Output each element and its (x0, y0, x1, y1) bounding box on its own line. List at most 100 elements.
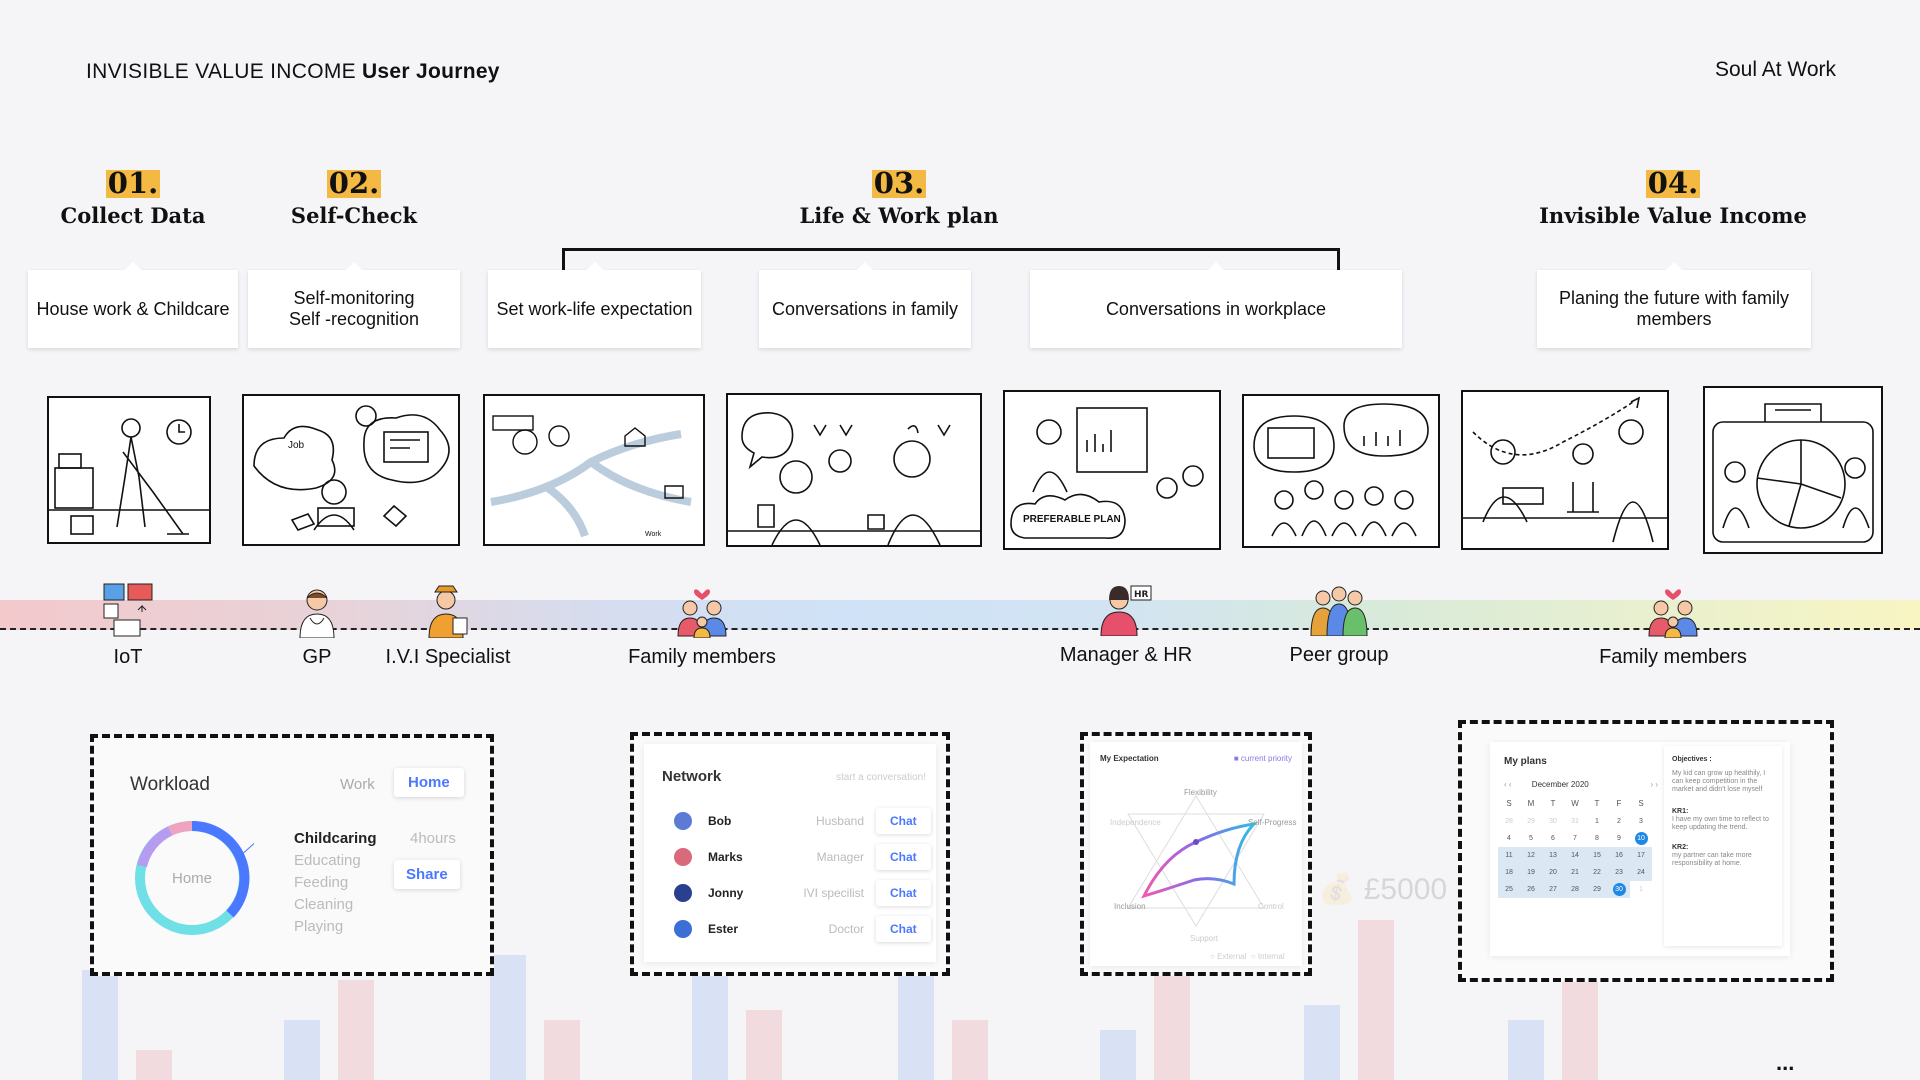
calendar-day[interactable]: 4 (1507, 835, 1511, 842)
calendar-day[interactable]: 11 (1498, 847, 1520, 864)
network-row: Jonny IVI specilist Chat (644, 878, 936, 908)
activity-item: Childcaring (294, 830, 377, 847)
card-text: House work & Childcare (36, 298, 230, 319)
calendar-day[interactable]: 16 (1608, 847, 1630, 864)
sketch-label: Work (645, 531, 662, 538)
calendar-day-selected[interactable]: 10 (1630, 830, 1652, 847)
next-month-button[interactable]: › › (1650, 780, 1658, 789)
money-bag-icon: 💰 (1318, 873, 1356, 906)
person-name: Bob (708, 814, 732, 828)
calendar-day[interactable]: 9 (1617, 835, 1621, 842)
step-1: 01. Collect Data (33, 169, 233, 229)
chat-button[interactable]: Chat (876, 880, 931, 906)
calendar-day[interactable]: 17 (1630, 847, 1652, 864)
prev-month-button[interactable]: ‹ ‹ (1504, 780, 1512, 789)
expectation-panel: My Expectation ■ current priority Flexib… (1080, 732, 1312, 976)
card-text: Self-monitoring (293, 288, 415, 308)
step-name: Life & Work plan (799, 203, 999, 228)
step-number: 03. (868, 169, 930, 198)
activity-item: Playing (294, 918, 344, 935)
calendar-nav: ‹ ‹ December 2020 › › (1504, 780, 1658, 789)
calendar-day[interactable]: 28 (1505, 818, 1513, 825)
calendar-day[interactable]: 1 (1595, 818, 1599, 825)
axis-label: Inclusion (1114, 902, 1146, 911)
calendar-day[interactable]: 8 (1595, 835, 1599, 842)
legend-text: External (1217, 952, 1247, 961)
sketch-conversation-workplace: PREFERABLE PLAN (1003, 390, 1221, 550)
activity-item: Cleaning (294, 896, 354, 913)
step-number: 02. (323, 169, 385, 198)
axis-label: Independence (1110, 818, 1161, 827)
calendar-day[interactable]: 5 (1529, 835, 1533, 842)
avatar (674, 812, 692, 830)
specialist-icon (428, 585, 468, 638)
calendar-day-selected[interactable]: 30 (1608, 881, 1630, 898)
person-role: Husband (815, 814, 864, 828)
share-button[interactable]: Share (394, 860, 460, 889)
card-housework: House work & Childcare (28, 262, 238, 348)
sketch-expectation: Work (483, 394, 705, 546)
calendar-day[interactable]: 22 (1586, 864, 1608, 881)
avatar (674, 848, 692, 866)
stakeholder-gp: GP (277, 586, 357, 669)
stakeholder-family-1: Family members (622, 586, 782, 669)
calendar-day[interactable]: 20 (1542, 864, 1564, 881)
step-name: Invisible Value Income (1539, 203, 1807, 228)
calendar-day[interactable]: 21 (1564, 864, 1586, 881)
doctor-icon (299, 589, 335, 638)
tab-work[interactable]: Work (340, 776, 375, 793)
conversation-search-input[interactable]: start a conversation! (835, 772, 926, 783)
stakeholder-label: Manager & HR (1059, 644, 1193, 666)
calendar-day[interactable]: 25 (1498, 881, 1520, 898)
kr2-text: my partner can take more responsibility … (1672, 852, 1752, 867)
calendar-day[interactable]: 13 (1542, 847, 1564, 864)
calendar-day[interactable]: 1 (1639, 886, 1643, 893)
step-number: 01. (102, 169, 164, 198)
weekday-label: W (1571, 799, 1579, 808)
axis-label: Flexibility (1184, 788, 1217, 797)
step-4: 04. Invisible Value Income (1523, 169, 1823, 229)
plans-title: My plans (1504, 756, 1547, 767)
calendar-day[interactable]: 31 (1571, 818, 1579, 825)
amount-text: £5000 (1363, 873, 1448, 906)
calendar-day[interactable]: 29 (1527, 818, 1535, 825)
peer-group-icon (1310, 586, 1368, 636)
calendar-day[interactable]: 3 (1639, 818, 1643, 825)
chat-button[interactable]: Chat (876, 916, 931, 942)
iot-devices-icon (103, 583, 153, 637)
family-icon (1648, 589, 1698, 638)
expectation-card: My Expectation ■ current priority Flexib… (1090, 742, 1302, 966)
background-amount: 💰 £5000 (1318, 872, 1447, 907)
network-row: Ester Doctor Chat (644, 914, 936, 944)
stakeholder-family-2: Family members (1593, 586, 1753, 669)
calendar-day[interactable]: 19 (1520, 864, 1542, 881)
calendar-day[interactable]: 12 (1520, 847, 1542, 864)
calendar-day[interactable]: 26 (1520, 881, 1542, 898)
calendar-day[interactable]: 23 (1608, 864, 1630, 881)
calendar-day[interactable]: 15 (1586, 847, 1608, 864)
calendar-day[interactable]: 27 (1542, 881, 1564, 898)
chat-button[interactable]: Chat (876, 808, 931, 834)
calendar-day[interactable]: 2 (1617, 818, 1621, 825)
tab-home[interactable]: Home (394, 768, 464, 797)
calendar-day[interactable]: 18 (1498, 864, 1520, 881)
calendar-day[interactable]: 7 (1573, 835, 1577, 842)
title-light: INVISIBLE VALUE INCOME (86, 60, 356, 83)
more-indicator: ... (1776, 1050, 1795, 1075)
person-role: IVI specilist (803, 886, 864, 900)
calendar-day[interactable]: 28 (1564, 881, 1586, 898)
person-role: Manager (816, 850, 864, 864)
calendar-day[interactable]: 14 (1564, 847, 1586, 864)
calendar-day[interactable]: 30 (1549, 818, 1557, 825)
timeline-dotted-line (0, 628, 1920, 630)
title-bold: User Journey (361, 60, 500, 83)
axis-label: Self-Progress (1248, 818, 1297, 827)
card-conversations-workplace: Conversations in workplace (1030, 262, 1402, 348)
calendar-day[interactable]: 6 (1551, 835, 1555, 842)
chat-button[interactable]: Chat (876, 844, 931, 870)
calendar-day[interactable]: 24 (1630, 864, 1652, 881)
calendar-day[interactable]: 29 (1586, 881, 1608, 898)
